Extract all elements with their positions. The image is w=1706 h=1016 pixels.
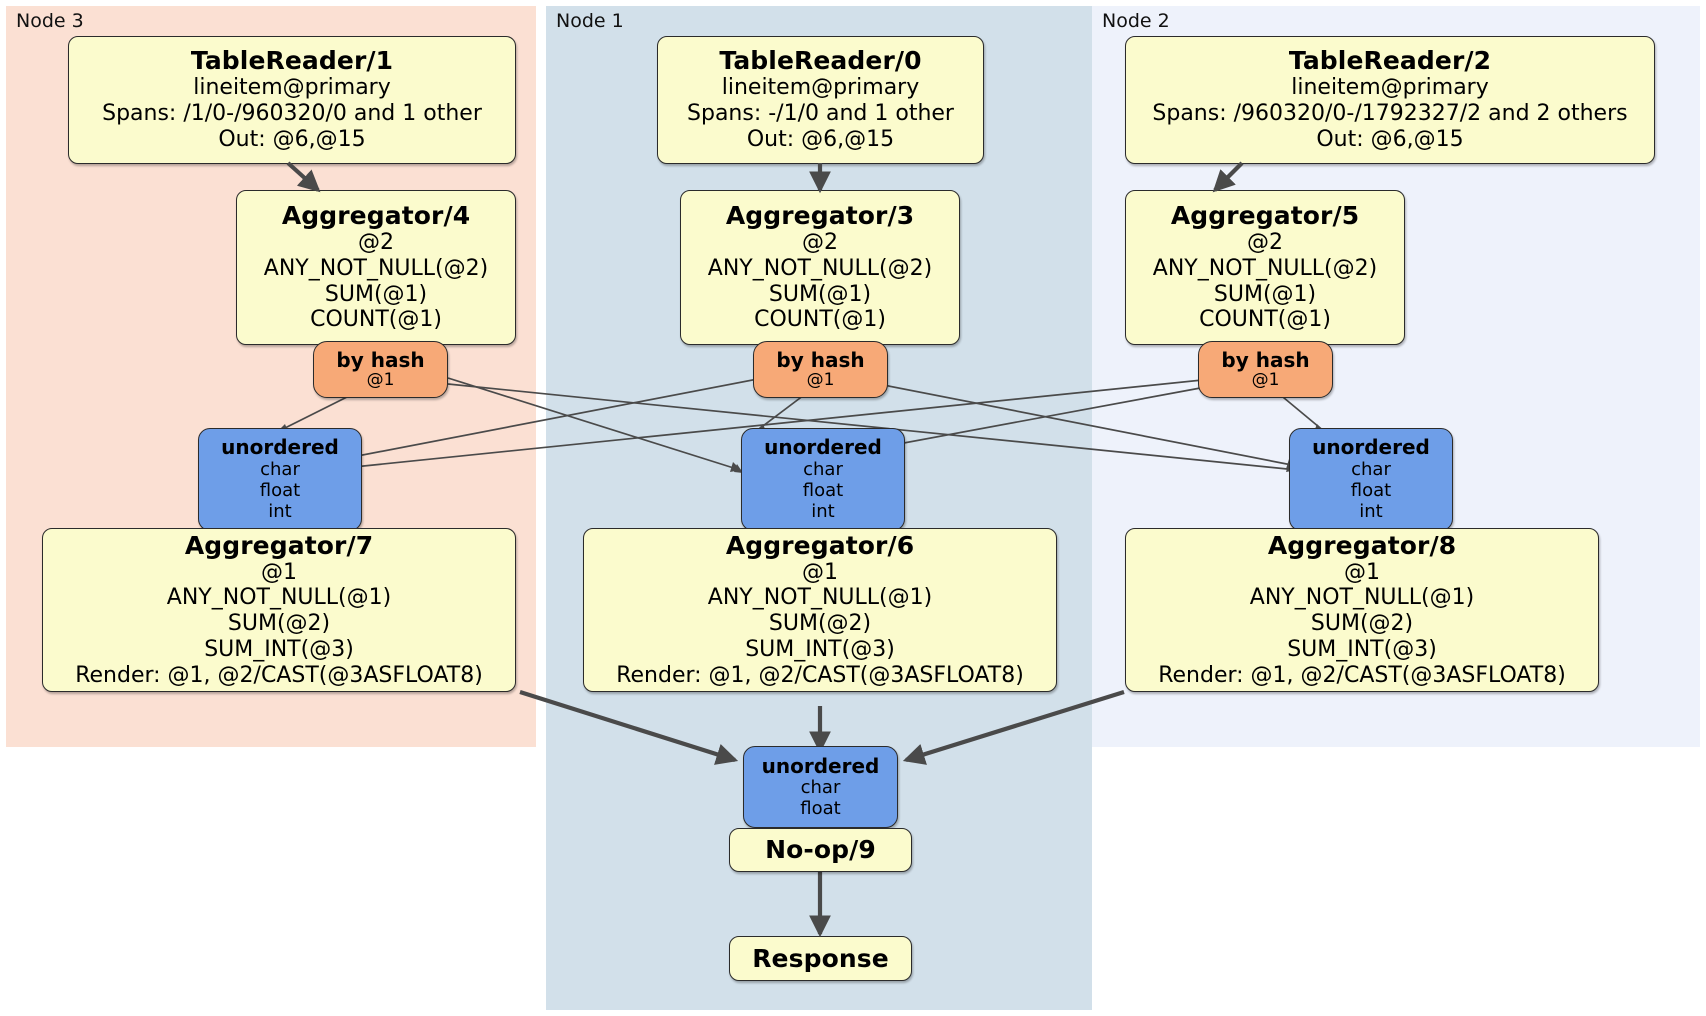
synchronizer-line: char [803,458,843,480]
processor-line: SUM(@1) [1213,281,1317,307]
synchronizer-line: int [1359,501,1383,523]
processor-line: Render: @1, @2/CAST(@3ASFLOAT8) [616,662,1024,688]
synchronizer-line: char [260,458,300,480]
processor-line: Spans: /1/0-/960320/0 and 1 other [102,101,482,127]
processor-line: @2 [1247,230,1283,256]
synchronizer-title: unordered [1312,435,1430,460]
router-line: @1 [366,369,395,390]
synchronizer-title: unordered [761,753,880,778]
processor-tablereader-1[interactable]: TableReader/1 lineitem@primary Spans: /1… [68,36,516,164]
processor-line: COUNT(@1) [1199,307,1331,333]
processor-aggregator-5[interactable]: Aggregator/5 @2 ANY_NOT_NULL(@2) SUM(@1)… [1125,190,1405,345]
router-title: by hash [1221,347,1310,372]
processor-title: TableReader/2 [1288,46,1492,76]
processor-aggregator-6[interactable]: Aggregator/6 @1 ANY_NOT_NULL(@1) SUM(@2)… [583,528,1057,692]
processor-response[interactable]: Response [729,936,912,981]
processor-line: @1 [802,559,838,585]
cluster-label-node-1: Node 1 [556,10,624,32]
processor-line: SUM(@2) [227,611,331,637]
synchronizer-unordered-node-1[interactable]: unordered char float int [741,428,905,531]
processor-line: COUNT(@1) [310,307,442,333]
synchronizer-unordered-node-2[interactable]: unordered char float int [1289,428,1453,531]
synchronizer-title: unordered [764,435,882,460]
processor-line: SUM(@1) [768,281,872,307]
processor-line: SUM(@2) [768,611,872,637]
cluster-label-node-2: Node 2 [1102,10,1170,32]
synchronizer-line: int [811,501,835,523]
processor-noop-9[interactable]: No-op/9 [729,828,912,872]
processor-line: lineitem@primary [721,75,920,101]
router-line: @1 [1251,369,1280,390]
processor-line: ANY_NOT_NULL(@1) [707,585,933,611]
processor-line: Render: @1, @2/CAST(@3ASFLOAT8) [75,662,483,688]
processor-title: Aggregator/4 [281,201,471,231]
processor-line: SUM_INT(@3) [1287,636,1437,662]
synchronizer-line: float [800,798,841,820]
router-title: by hash [336,347,425,372]
processor-title: Aggregator/5 [1170,201,1360,231]
processor-aggregator-3[interactable]: Aggregator/3 @2 ANY_NOT_NULL(@2) SUM(@1)… [680,190,960,345]
synchronizer-line: float [259,480,301,502]
processor-line: SUM_INT(@3) [204,636,354,662]
router-line: @1 [806,369,835,390]
processor-line: @2 [358,230,394,256]
processor-line: COUNT(@1) [754,307,886,333]
processor-title: Aggregator/8 [1267,530,1457,560]
synchronizer-line: int [268,501,292,523]
processor-line: ANY_NOT_NULL(@1) [166,585,392,611]
processor-line: SUM(@1) [324,281,428,307]
processor-line: @1 [1344,559,1380,585]
synchronizer-unordered-node-3[interactable]: unordered char float int [198,428,362,531]
synchronizer-line: char [1351,458,1391,480]
processor-line: ANY_NOT_NULL(@2) [263,255,489,281]
cluster-label-node-3: Node 3 [16,10,84,32]
processor-line: ANY_NOT_NULL(@2) [707,255,933,281]
synchronizer-line: float [1350,480,1392,502]
processor-title: Response [752,943,889,973]
processor-aggregator-7[interactable]: Aggregator/7 @1 ANY_NOT_NULL(@1) SUM(@2)… [42,528,516,692]
processor-title: Aggregator/6 [725,530,915,560]
router-by-hash-node-1[interactable]: by hash @1 [753,341,888,398]
processor-title: Aggregator/7 [184,530,374,560]
processor-line: @1 [261,559,297,585]
processor-tablereader-2[interactable]: TableReader/2 lineitem@primary Spans: /9… [1125,36,1655,164]
processor-tablereader-0[interactable]: TableReader/0 lineitem@primary Spans: -/… [657,36,984,164]
processor-line: SUM_INT(@3) [745,636,895,662]
router-by-hash-node-2[interactable]: by hash @1 [1198,341,1333,398]
processor-title: Aggregator/3 [725,201,915,231]
processor-title: TableReader/0 [719,46,922,76]
processor-line: ANY_NOT_NULL(@2) [1152,255,1378,281]
synchronizer-line: float [802,480,844,502]
processor-title: No-op/9 [765,835,876,864]
processor-aggregator-4[interactable]: Aggregator/4 @2 ANY_NOT_NULL(@2) SUM(@1)… [236,190,516,345]
processor-line: lineitem@primary [193,75,391,101]
processor-line: ANY_NOT_NULL(@1) [1249,585,1475,611]
processor-line: @2 [802,230,838,256]
router-title: by hash [776,347,865,372]
processor-line: Out: @6,@15 [746,126,895,152]
processor-line: Out: @6,@15 [1316,126,1464,152]
processor-line: SUM(@2) [1310,611,1414,637]
processor-line: Spans: /960320/0-/1792327/2 and 2 others [1152,101,1628,127]
processor-aggregator-8[interactable]: Aggregator/8 @1 ANY_NOT_NULL(@1) SUM(@2)… [1125,528,1599,692]
synchronizer-line: char [800,776,841,798]
synchronizer-unordered-final[interactable]: unordered char float [743,746,898,828]
synchronizer-title: unordered [221,435,339,460]
processor-line: Out: @6,@15 [218,126,366,152]
processor-title: TableReader/1 [190,46,394,76]
processor-line: Render: @1, @2/CAST(@3ASFLOAT8) [1158,662,1566,688]
processor-line: lineitem@primary [1291,75,1489,101]
processor-line: Spans: -/1/0 and 1 other [687,101,954,127]
router-by-hash-node-3[interactable]: by hash @1 [313,341,448,398]
